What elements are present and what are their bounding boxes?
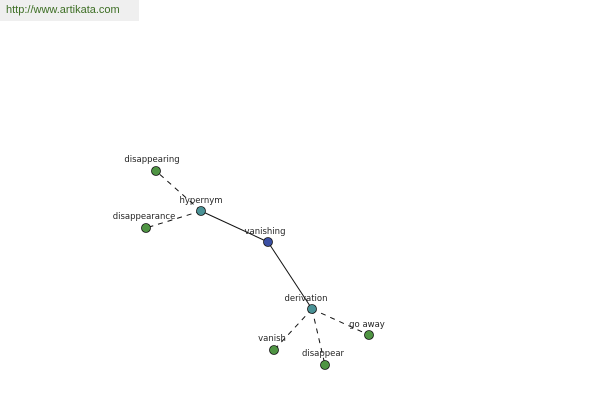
node-dot-hypernym[interactable] xyxy=(196,206,206,216)
node-dot-go-away[interactable] xyxy=(364,330,374,340)
node-vanishing[interactable]: vanishing xyxy=(245,227,286,247)
node-go-away[interactable]: go away xyxy=(349,320,385,340)
node-label-disappear: disappear xyxy=(302,349,345,359)
node-hypernym[interactable]: hypernym xyxy=(179,196,223,216)
edge-vanishing-derivation xyxy=(267,241,313,310)
edge-vanishing-hypernym xyxy=(200,210,269,243)
node-label-vanishing: vanishing xyxy=(245,227,286,237)
node-label-vanish: vanish xyxy=(258,334,286,344)
node-dot-derivation[interactable] xyxy=(307,304,317,314)
node-label-go-away: go away xyxy=(349,320,385,330)
node-label-hypernym: hypernym xyxy=(179,196,222,206)
node-disappear[interactable]: disappear xyxy=(302,349,345,370)
node-dot-vanishing[interactable] xyxy=(263,237,273,247)
edge-hypernym-disappearing xyxy=(155,170,202,212)
node-disappearing[interactable]: disappearing xyxy=(124,155,180,176)
graph-nodes: vanishing hypernym derivation disappearing d… xyxy=(113,155,385,370)
node-vanish[interactable]: vanish xyxy=(258,334,286,355)
node-dot-disappearing[interactable] xyxy=(151,166,161,176)
node-dot-vanish[interactable] xyxy=(269,345,279,355)
node-label-derivation: derivation xyxy=(284,294,327,304)
edge-derivation-go-away xyxy=(311,308,370,336)
graph-edges xyxy=(145,170,370,366)
node-derivation[interactable]: derivation xyxy=(284,294,328,314)
source-url-link[interactable]: http://www.artikata.com xyxy=(0,0,139,21)
node-dot-disappear[interactable] xyxy=(320,360,330,370)
node-disappearance[interactable]: disappearance xyxy=(113,212,176,233)
node-label-disappearance: disappearance xyxy=(113,212,176,222)
node-dot-disappearance[interactable] xyxy=(141,223,151,233)
node-label-disappearing: disappearing xyxy=(124,155,179,165)
